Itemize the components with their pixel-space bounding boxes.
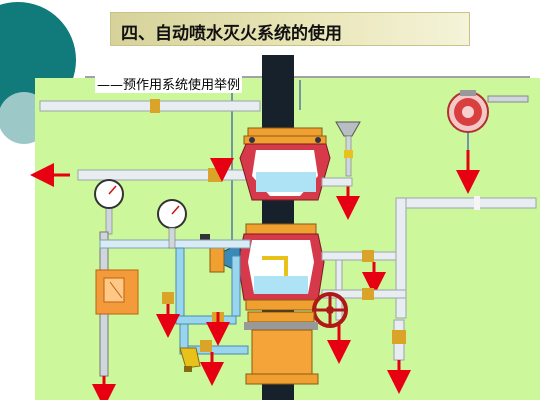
top-left-pipe xyxy=(39,99,261,113)
handwheel-icon xyxy=(312,292,348,328)
alarm-bell-icon xyxy=(447,90,529,194)
pressure-gauge-icon xyxy=(94,179,124,235)
funnel-icon xyxy=(335,121,361,220)
page-title: 四、自动喷水灭火系统的使用 xyxy=(121,24,342,44)
bottom-valve-section xyxy=(244,311,319,385)
diaphragm-valve xyxy=(237,223,325,311)
subtitle: ——预作用系统使用举例 xyxy=(95,74,243,93)
small-valve xyxy=(200,340,212,352)
small-valve xyxy=(162,292,174,304)
pressure-gauge-icon xyxy=(157,199,187,249)
middle-right-pipe xyxy=(321,251,397,261)
upper-valve-chamber xyxy=(239,127,331,201)
title-bar: 四、自动喷水灭火系统的使用 xyxy=(110,12,470,46)
control-cabinet xyxy=(95,269,139,315)
